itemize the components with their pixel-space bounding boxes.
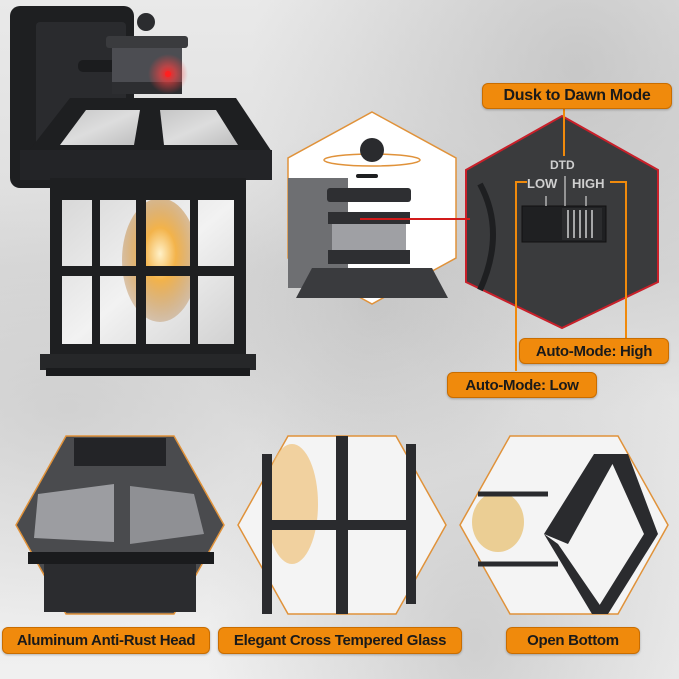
mode-switch-icon	[465, 114, 659, 330]
switch-label-dtd: DTD	[550, 158, 575, 172]
switch-label-low: LOW	[527, 176, 558, 191]
connector-line-dtd	[563, 106, 565, 156]
wall-lantern-icon	[10, 6, 272, 376]
label-auto-mode-high: Auto-Mode: High	[519, 338, 669, 364]
feature-label-open-bottom: Open Bottom	[506, 627, 640, 654]
connector-line-low-h	[515, 181, 527, 183]
lantern-head-closeup	[15, 435, 225, 615]
connector-line-high-v	[625, 181, 627, 339]
feature-label-cross-glass: Elegant Cross Tempered Glass	[218, 627, 462, 654]
label-dusk-to-dawn: Dusk to Dawn Mode	[482, 83, 672, 109]
motion-sensor-icon	[287, 111, 457, 305]
open-bottom-closeup	[459, 435, 669, 615]
connector-line-sensor	[360, 218, 470, 220]
switch-label-high: HIGH	[572, 176, 605, 191]
cross-glass-closeup	[237, 435, 447, 615]
connector-line-high-h	[610, 181, 626, 183]
connector-line-low-v	[515, 181, 517, 371]
label-auto-mode-low: Auto-Mode: Low	[447, 372, 597, 398]
feature-label-aluminum-head: Aluminum Anti-Rust Head	[2, 627, 210, 654]
